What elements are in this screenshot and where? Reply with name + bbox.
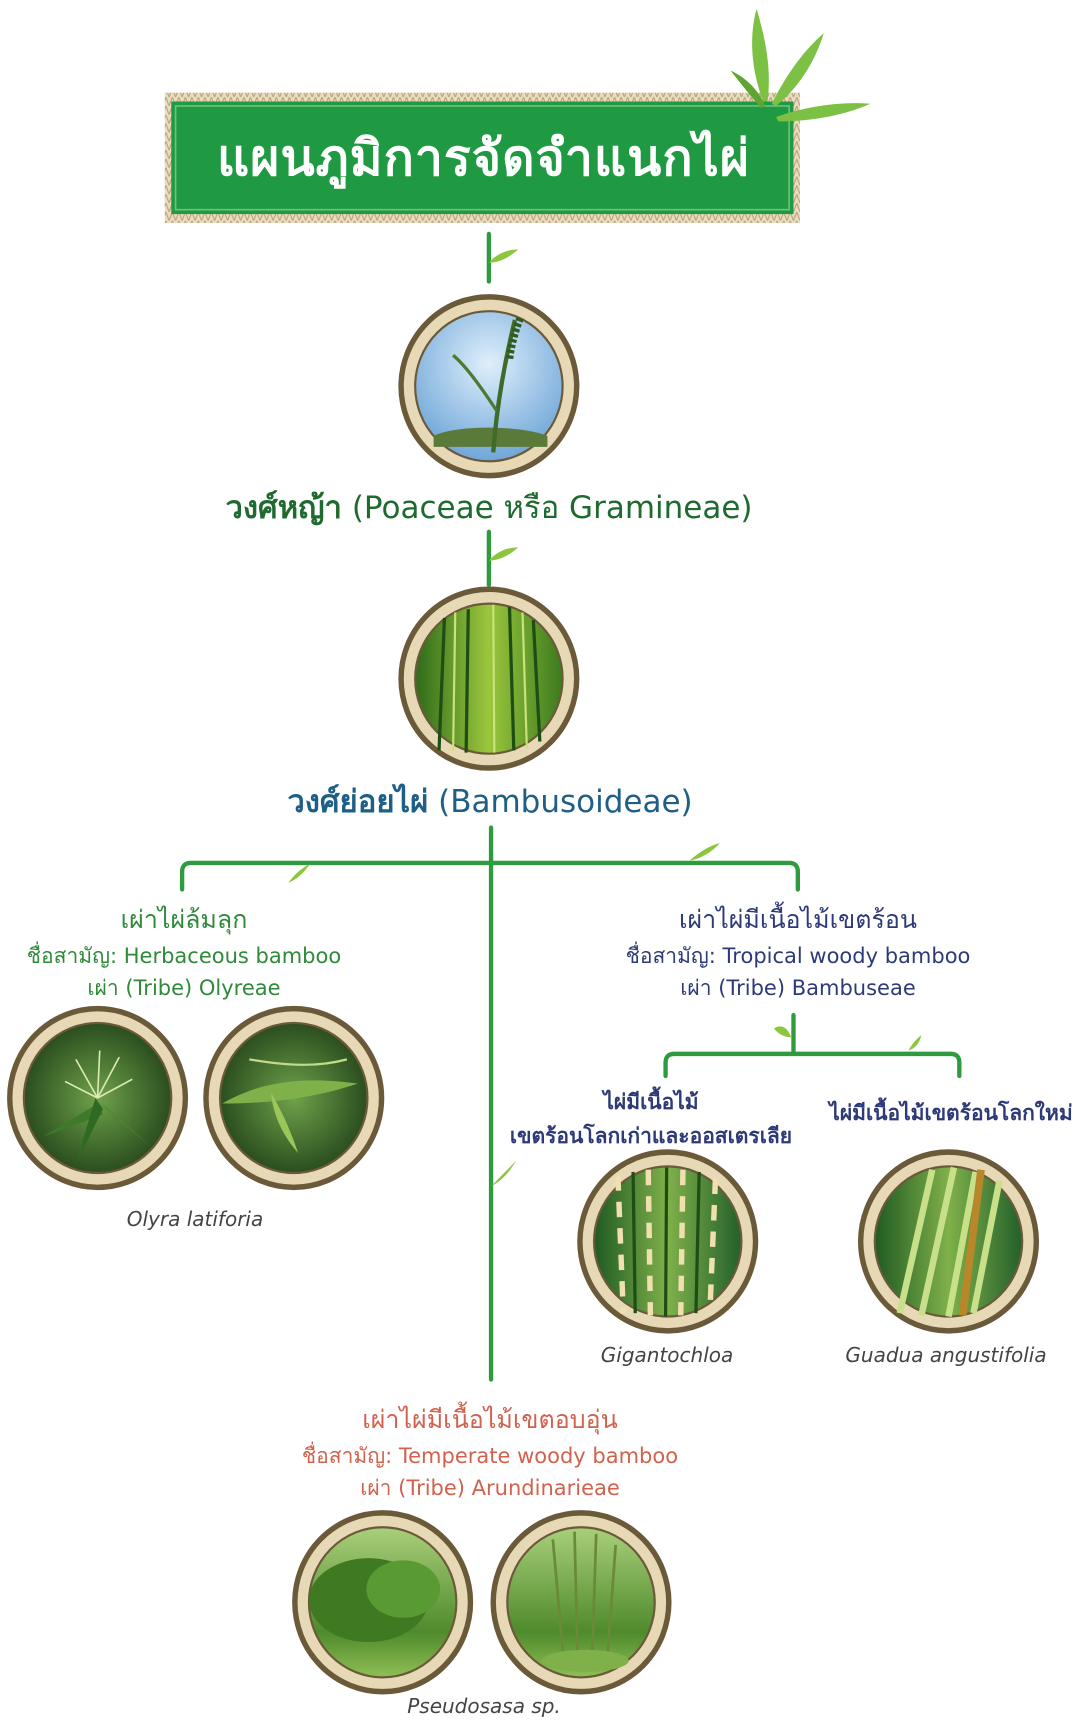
herbaceous-tribe-heading: เผ่าไผ่ล้มลุก [27,900,341,940]
tropical-tribe-heading: เผ่าไผ่มีเนื้อไม้เขตร้อน [626,900,971,940]
temperate-common-name: ชื่อสามัญ: Temperate woody bamboo [302,1440,678,1472]
olyra-photo-2 [206,1009,382,1188]
herbaceous-common-name: ชื่อสามัญ: Herbaceous bamboo [27,940,341,972]
family-name-sci: (Poaceae หรือ Gramineae) [342,490,753,526]
olyra-photo-1 [10,1009,186,1188]
old-world-group-label: ไผ่มีเนื้อไม้ เขตร้อนโลกเก่าและออสเตรเลี… [510,1085,792,1153]
temperate-tribe-block: เผ่าไผ่มีเนื้อไม้เขตอบอุ่น ชื่อสามัญ: Te… [302,1400,678,1504]
guadua-photo [861,1152,1037,1331]
grass-photo [401,297,577,476]
guadua-caption: Guadua angustifolia [845,1343,1046,1367]
herbaceous-tribe-block: เผ่าไผ่ล้มลุก ชื่อสามัญ: Herbaceous bamb… [27,900,341,1004]
connector-leaf-icons [288,249,921,1186]
family-name-th: วงศ์หญ้า [225,490,341,526]
subfamily-name-th: วงศ์ย่อยไผ่ [287,784,428,820]
subfamily-label: วงศ์ย่อยไผ่ (Bambusoideae) [287,776,692,826]
pseudosasa-photo-2 [493,1513,669,1692]
family-label: วงศ์หญ้า (Poaceae หรือ Gramineae) [225,482,752,532]
bamboo-forest-photo [401,589,577,768]
old-world-line-2: เขตร้อนโลกเก่าและออสเตรเลีย [510,1119,792,1153]
temperate-tribe-name: เผ่า (Tribe) Arundinarieae [302,1472,678,1504]
tropical-tribe-block: เผ่าไผ่มีเนื้อไม้เขตร้อน ชื่อสามัญ: Trop… [626,900,971,1004]
pseudosasa-photo-1 [295,1513,471,1692]
pseudosasa-caption: Pseudosasa sp. [407,1694,561,1718]
page-title: แผนภูมิการจัดจำแนกไผ่ [169,101,798,215]
gigantochloa-photo [580,1152,756,1331]
subfamily-name-sci: (Bambusoideae) [428,784,692,820]
new-world-group-label: ไผ่มีเนื้อไม้เขตร้อนโลกใหม่ [829,1096,1072,1130]
old-world-line-1: ไผ่มีเนื้อไม้ [510,1085,792,1119]
tropical-common-name: ชื่อสามัญ: Tropical woody bamboo [626,940,971,972]
olyra-caption: Olyra latiforia [127,1207,264,1231]
temperate-tribe-heading: เผ่าไผ่มีเนื้อไม้เขตอบอุ่น [302,1400,678,1440]
tropical-tribe-name: เผ่า (Tribe) Bambuseae [626,972,971,1004]
herbaceous-tribe-name: เผ่า (Tribe) Olyreae [27,972,341,1004]
gigantochloa-caption: Gigantochloa [601,1343,733,1367]
